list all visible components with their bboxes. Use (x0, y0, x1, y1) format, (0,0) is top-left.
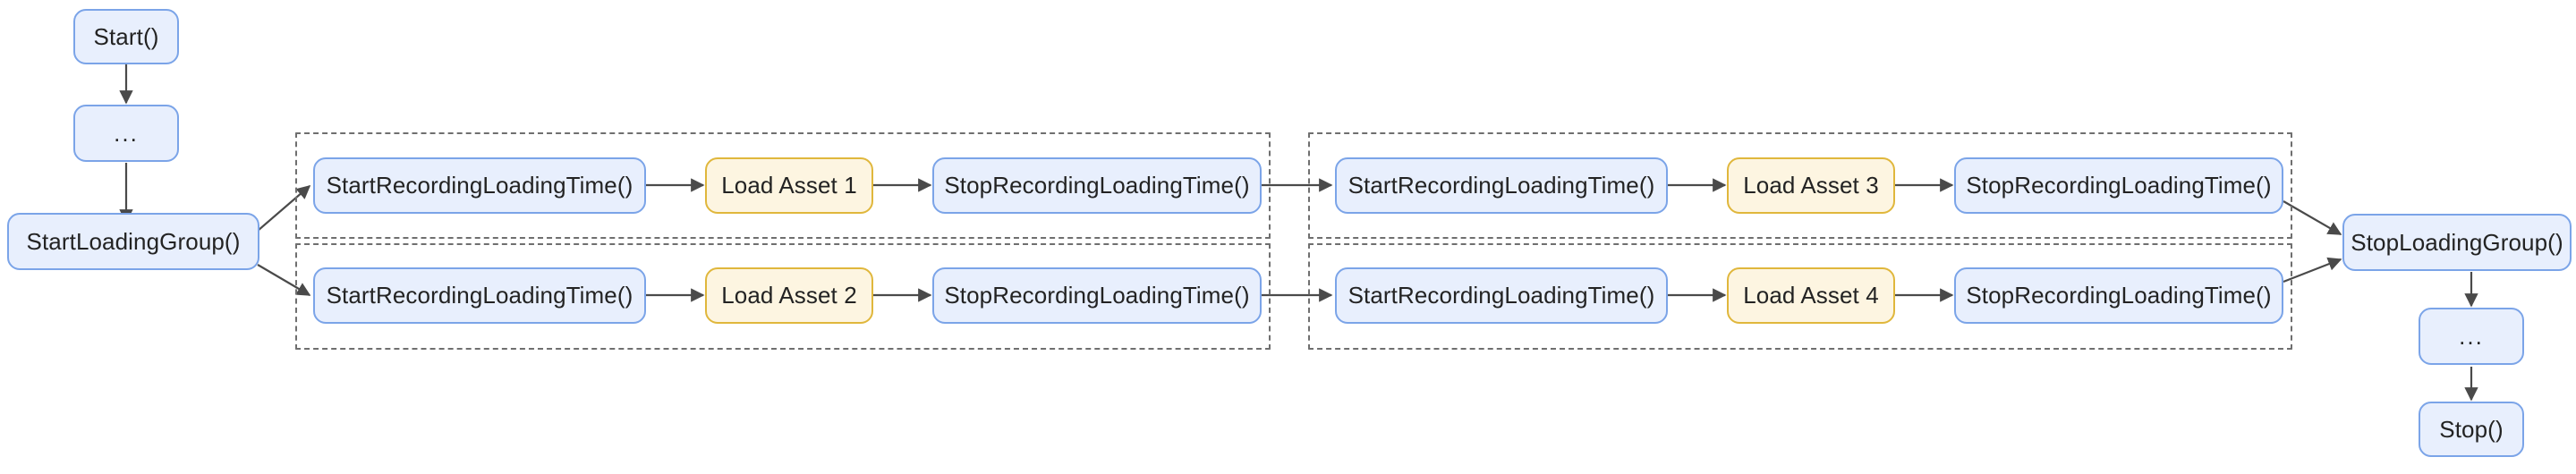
node-start[interactable]: Start() (73, 9, 179, 64)
node-g2r2-load-asset[interactable]: Load Asset 4 (1727, 267, 1895, 324)
node-g2r1-start-recording[interactable]: StartRecordingLoadingTime() (1335, 157, 1668, 214)
node-stop-loading-group[interactable]: StopLoadingGroup() (2342, 214, 2572, 271)
node-start-loading-group[interactable]: StartLoadingGroup() (7, 213, 259, 270)
node-g2r2-start-recording[interactable]: StartRecordingLoadingTime() (1335, 267, 1668, 324)
group-2-row-2-box (1308, 243, 2292, 350)
node-exit-ellipsis[interactable]: ... (2419, 308, 2524, 365)
group-2-row-1-box (1308, 132, 2292, 239)
node-stop[interactable]: Stop() (2419, 402, 2524, 457)
node-g1r2-load-asset[interactable]: Load Asset 2 (705, 267, 873, 324)
node-g1r2-start-recording[interactable]: StartRecordingLoadingTime() (313, 267, 646, 324)
node-g2r1-load-asset[interactable]: Load Asset 3 (1727, 157, 1895, 214)
group-1-row-2-box (295, 243, 1271, 350)
node-g1r1-start-recording[interactable]: StartRecordingLoadingTime() (313, 157, 646, 214)
node-entry-ellipsis[interactable]: ... (73, 105, 179, 162)
node-g2r2-stop-recording[interactable]: StopRecordingLoadingTime() (1954, 267, 2283, 324)
node-g2r1-stop-recording[interactable]: StopRecordingLoadingTime() (1954, 157, 2283, 214)
group-1-row-1-box (295, 132, 1271, 239)
node-g1r1-load-asset[interactable]: Load Asset 1 (705, 157, 873, 214)
node-g1r1-stop-recording[interactable]: StopRecordingLoadingTime() (932, 157, 1262, 214)
node-g1r2-stop-recording[interactable]: StopRecordingLoadingTime() (932, 267, 1262, 324)
